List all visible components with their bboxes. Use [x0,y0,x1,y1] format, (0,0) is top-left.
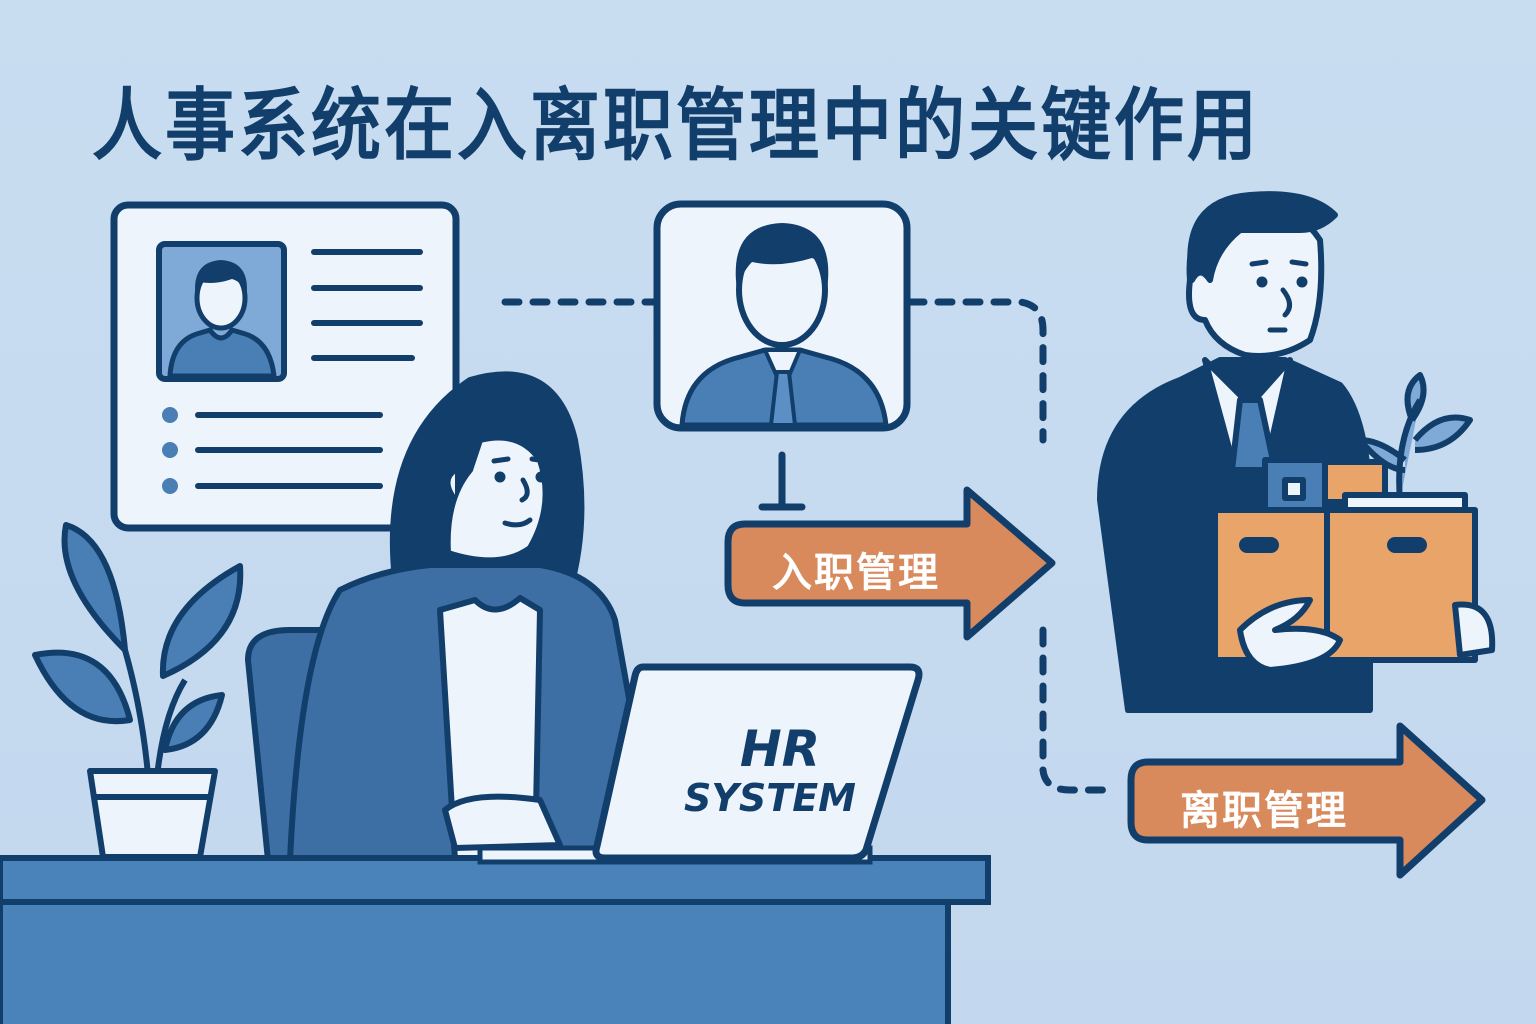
hr-system-label: HR SYSTEM [684,720,860,820]
hr-system-line2: SYSTEM [684,776,856,820]
dashed-connector-lines [501,298,1119,794]
onboarding-label: 入职管理 [772,550,940,596]
laptop [477,663,923,865]
hr-woman-illustration [287,371,643,863]
offboarding-arrow [1127,722,1486,879]
onboarding-arrow [724,486,1056,641]
man-with-box-illustration [1097,191,1496,713]
employee-avatar-icon [653,200,911,432]
resume-card-icon [110,201,460,532]
offboarding-label: 离职管理 [1180,788,1348,834]
desk [0,855,991,1024]
page-title: 人事系统在入离职管理中的关键作用 [92,79,1260,172]
potted-plant-icon [32,522,244,860]
hr-system-line1: HR [739,720,821,778]
